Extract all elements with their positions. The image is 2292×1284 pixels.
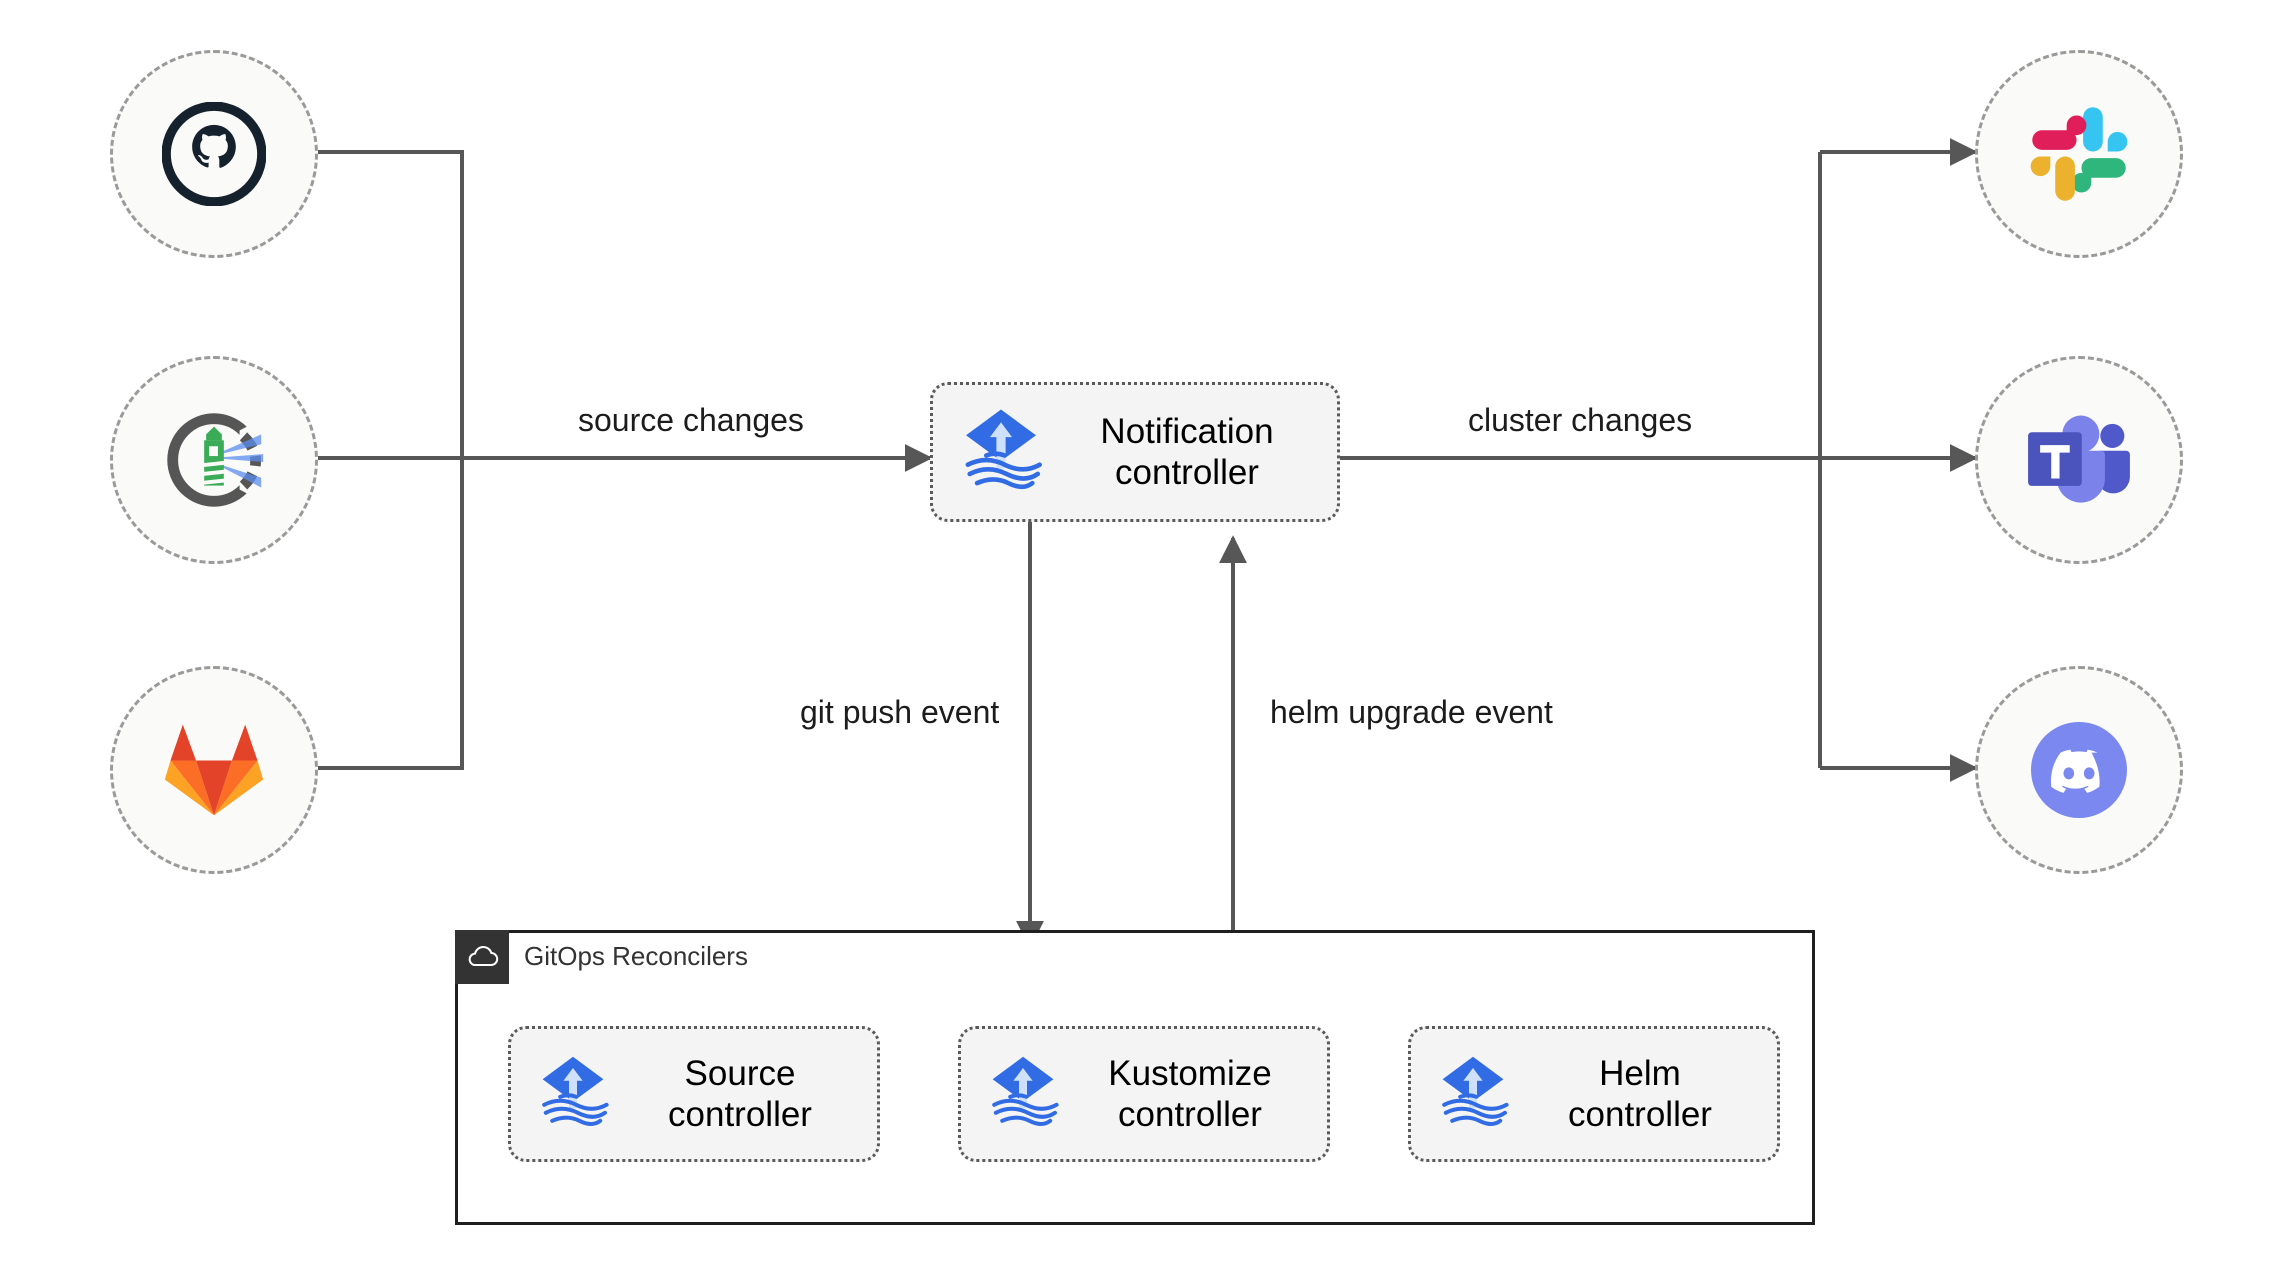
notification-controller-box[interactable]: Notification controller <box>930 382 1340 522</box>
flux-controller-icon <box>955 404 1047 501</box>
flux-icon <box>155 401 273 519</box>
source-node-gitlab[interactable] <box>110 666 318 874</box>
target-node-discord[interactable] <box>1975 666 2183 874</box>
flux-controller-icon <box>1433 1052 1513 1137</box>
flux-controller-icon <box>983 1052 1063 1137</box>
cloud-icon <box>455 930 509 984</box>
edge-label-git-push-event: git push event <box>800 694 1000 730</box>
slack-icon <box>2029 104 2129 204</box>
helm-controller-box[interactable]: Helm controller <box>1408 1026 1780 1162</box>
target-node-slack[interactable] <box>1975 50 2183 258</box>
edge-label-source-changes: source changes <box>578 402 804 438</box>
teams-icon <box>2023 410 2135 510</box>
source-node-github[interactable] <box>110 50 318 258</box>
discord-icon <box>2023 714 2135 826</box>
source-controller-box[interactable]: Source controller <box>508 1026 880 1162</box>
kustomize-controller-box[interactable]: Kustomize controller <box>958 1026 1330 1162</box>
edge-label-cluster-changes: cluster changes <box>1468 402 1693 438</box>
source-node-flux[interactable] <box>110 356 318 564</box>
flux-controller-icon <box>533 1052 613 1137</box>
notification-controller-label: Notification controller <box>1100 411 1274 492</box>
edge-label-helm-upgrade-event: helm upgrade event <box>1270 694 1553 730</box>
gitlab-icon <box>162 720 266 820</box>
kustomize-controller-label: Kustomize controller <box>1108 1053 1272 1134</box>
target-node-teams[interactable] <box>1975 356 2183 564</box>
github-icon <box>162 102 266 206</box>
source-controller-label: Source controller <box>668 1053 812 1134</box>
gitops-reconcilers-title: GitOps Reconcilers <box>524 941 748 971</box>
helm-controller-label: Helm controller <box>1568 1053 1712 1134</box>
